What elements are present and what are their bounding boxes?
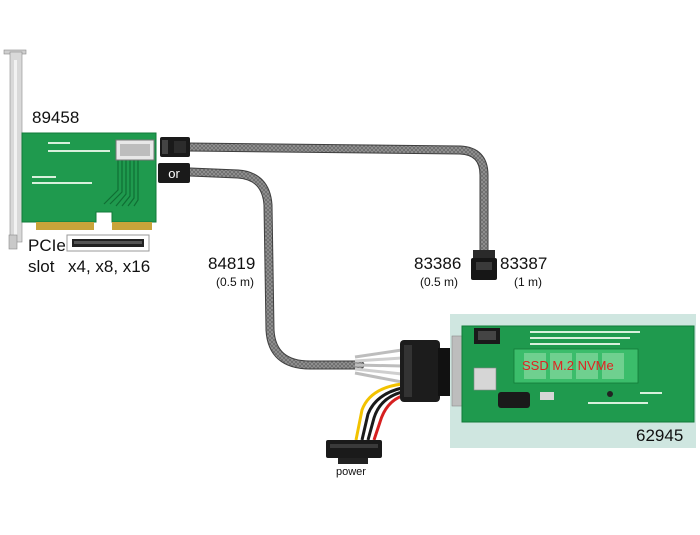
adapter-part-number: 89458 bbox=[32, 108, 80, 127]
pcie-label-line1: PCIe bbox=[28, 236, 66, 255]
pcie-label-line2: slot bbox=[28, 257, 55, 276]
metal-bracket bbox=[3, 49, 27, 250]
gold-fingers bbox=[36, 222, 152, 230]
cable-84819-length: (0.5 m) bbox=[216, 275, 255, 289]
cable-84819-part-number: 84819 bbox=[208, 254, 256, 273]
converter-part-number: 62945 bbox=[636, 426, 684, 445]
u2-wire-fanout bbox=[354, 348, 403, 384]
pcie-adapter-card bbox=[3, 49, 157, 250]
cable-83386-83387 bbox=[183, 142, 489, 255]
sff-plug-top bbox=[160, 137, 190, 157]
ssd-m2-nvme-label: SSD M.2 NVMe bbox=[522, 358, 614, 373]
u2-cable-connector bbox=[400, 340, 458, 402]
pcb-traces bbox=[103, 160, 139, 207]
cable-83387-part-number: 83387 bbox=[500, 254, 548, 273]
silkscreen bbox=[32, 142, 110, 184]
pcie-lanes-label: x4, x8, x16 bbox=[68, 257, 151, 276]
sata-power-plug bbox=[326, 440, 382, 464]
power-wires bbox=[354, 382, 403, 441]
sff-plug-or: or bbox=[158, 163, 190, 183]
pcie-slot-picture bbox=[66, 234, 150, 252]
sff-plug-board-end bbox=[471, 250, 497, 280]
power-label: power bbox=[336, 466, 366, 478]
cable-83386-part-number: 83386 bbox=[414, 254, 462, 273]
or-label: or bbox=[168, 166, 180, 181]
converter-board bbox=[450, 314, 696, 448]
cable-83387-length: (1 m) bbox=[514, 275, 542, 289]
cable-83386-length: (0.5 m) bbox=[420, 275, 459, 289]
